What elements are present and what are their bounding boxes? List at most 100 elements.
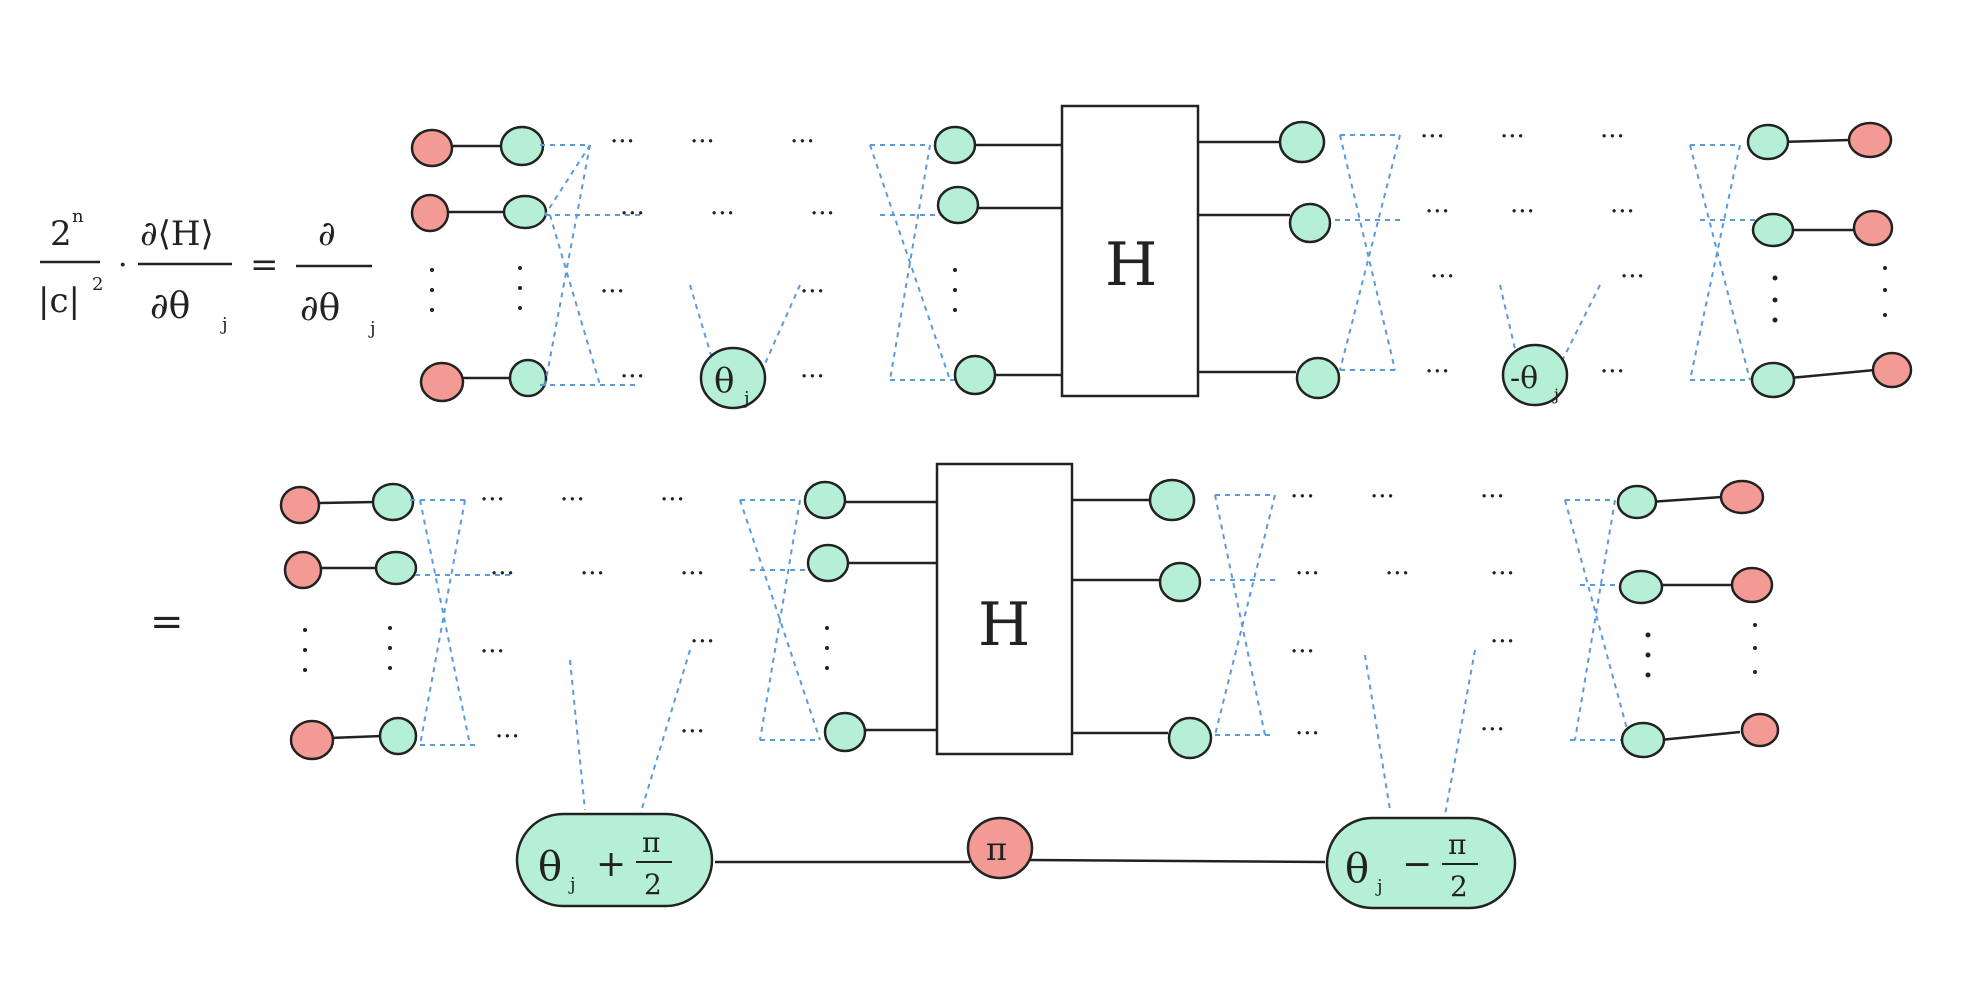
prefix-denominator-exponent: 2: [92, 274, 103, 295]
bottom-output-node-2: [1730, 566, 1774, 604]
ellipsis: ···: [1295, 559, 1320, 589]
ellipsis: ···: [790, 127, 815, 157]
top-output-node-1: [1847, 121, 1893, 159]
top-output-node-2: [1852, 209, 1894, 247]
top-pre-block-node-2: [936, 185, 980, 225]
ellipsis: ···: [495, 722, 520, 752]
top-h-block-label: H: [1105, 230, 1157, 300]
ellipsis: ···: [690, 627, 715, 657]
bottom-pre-block-node-3: [823, 711, 867, 753]
top-input-node-2: [410, 193, 450, 233]
theta-minus-gate-theta: θ: [1345, 846, 1369, 892]
ellipsis: ···: [680, 717, 705, 747]
bottom-left-dashed-lines: [410, 499, 821, 816]
derivative-numerator: ∂⟨H⟩: [140, 214, 214, 254]
bottom-input-node-2: [283, 550, 323, 590]
ellipsis: ···: [1425, 357, 1450, 387]
equals-sign: =: [250, 245, 279, 285]
bottom-right-ellipses: ··· ··· ··· ··· ··· ··· ··· ··· ··· ···: [1290, 482, 1515, 749]
ellipsis: ···: [660, 485, 685, 515]
pi-node-label: π: [986, 830, 1007, 868]
rhs-numerator: ∂: [318, 214, 336, 254]
ellipsis: ···: [1290, 637, 1315, 667]
bottom-output-node-3: [1740, 712, 1780, 748]
theta-minus-gate-operator: −: [1402, 844, 1432, 885]
top-left-inputs: [410, 125, 548, 403]
equation: 2 n |c| 2 · ∂⟨H⟩ ∂θ j = ∂ ∂θ j =: [38, 206, 376, 645]
theta-plus-gate-frac-den: 2: [644, 868, 662, 901]
top-output-qubit-3: [1750, 361, 1796, 399]
bottom-pre-block-node-2: [806, 543, 850, 583]
ellipsis: ···: [800, 362, 825, 392]
neg-theta-gate-label: -θ: [1510, 361, 1538, 396]
ellipsis: ···: [610, 127, 635, 157]
ellipsis: ···: [810, 199, 835, 229]
top-pre-block-node-3: [953, 354, 997, 396]
top-right-ellipses: ··· ··· ··· ··· ··· ··· ··· ··· ··· ···: [1420, 122, 1645, 387]
ellipsis: ···: [1610, 197, 1635, 227]
theta-minus-gate-frac-den: 2: [1450, 870, 1468, 903]
top-circuit: ··· ··· ··· ··· ··· ··· ··· ··· ··· ··· …: [410, 104, 1913, 410]
top-qubit-node-3: [508, 358, 548, 398]
bottom-pre-block-node-1: [803, 480, 847, 520]
prefix-numerator: 2: [50, 214, 72, 254]
bottom-circuit: ··· ··· ··· ··· ··· ··· ··· ··· ··· ··· …: [279, 462, 1780, 910]
ellipsis: ···: [480, 637, 505, 667]
ellipsis: ···: [800, 277, 825, 307]
ellipsis: ···: [1500, 122, 1525, 152]
ellipsis: ···: [1510, 197, 1535, 227]
theta-plus-gate-frac-num: π: [642, 826, 660, 859]
top-output-node-3: [1871, 351, 1913, 389]
ellipsis: ···: [580, 559, 605, 589]
second-equals-sign: =: [150, 599, 184, 645]
theta-minus-half-pi-gate: [1325, 816, 1517, 910]
derivative-denominator-subscript: j: [220, 314, 228, 335]
bottom-right-dashed-lines: [1210, 494, 1635, 816]
top-post-block-node-1: [1278, 120, 1326, 164]
ellipsis: ···: [1480, 715, 1505, 745]
top-qubit-node-1: [499, 125, 545, 167]
top-output-qubit-1: [1746, 123, 1790, 161]
top-pre-block-node-1: [933, 125, 977, 165]
ellipsis: ···: [1490, 559, 1515, 589]
ellipsis: ···: [490, 559, 515, 589]
top-left-dashed-lines: [540, 144, 955, 386]
theta-plus-gate-subscript: j: [568, 874, 576, 895]
top-left-ellipses: ··· ··· ··· ··· ··· ··· ··· ··· ··· ···: [600, 127, 835, 392]
top-output-qubit-2: [1751, 212, 1795, 248]
top-h-block: [1060, 104, 1200, 398]
ellipsis: ···: [600, 277, 625, 307]
prefix-numerator-exponent: n: [72, 206, 84, 227]
theta-minus-gate-frac-num: π: [1448, 828, 1466, 861]
top-right-dashed-lines: [1335, 134, 1760, 381]
derivative-denominator: ∂θ: [150, 286, 190, 327]
theta-plus-gate-theta: θ: [538, 844, 562, 890]
ellipsis: ···: [480, 485, 505, 515]
ellipsis: ···: [1425, 197, 1450, 227]
ellipsis: ···: [680, 559, 705, 589]
ellipsis: ···: [710, 199, 735, 229]
ellipsis: ···: [560, 485, 585, 515]
ellipsis: ···: [1420, 122, 1445, 152]
top-qubit-node-2: [502, 194, 548, 230]
bottom-qubit-node-3: [378, 716, 418, 756]
bottom-qubit-node-2: [374, 550, 418, 586]
multiply-dot: ·: [118, 248, 128, 283]
ellipsis: ···: [1290, 482, 1315, 512]
theta-plus-gate-operator: +: [596, 844, 626, 885]
ellipsis: ···: [1600, 357, 1625, 387]
neg-theta-gate-subscript: j: [1552, 385, 1559, 404]
bottom-h-block: [935, 462, 1074, 756]
bottom-output-qubit-2: [1618, 569, 1664, 605]
bottom-h-block-label: H: [978, 590, 1030, 660]
bottom-output-node-1: [1719, 479, 1765, 515]
top-input-node-3: [419, 361, 465, 403]
ellipsis: ···: [1430, 262, 1455, 292]
neg-theta-gate: [1501, 343, 1569, 407]
theta-minus-gate-subscript: j: [1375, 876, 1383, 897]
theta-plus-half-pi-gate: [515, 812, 714, 908]
bottom-post-block-node-2: [1158, 561, 1202, 603]
ellipsis: ···: [1370, 482, 1395, 512]
rhs-denominator-subscript: j: [368, 318, 376, 339]
